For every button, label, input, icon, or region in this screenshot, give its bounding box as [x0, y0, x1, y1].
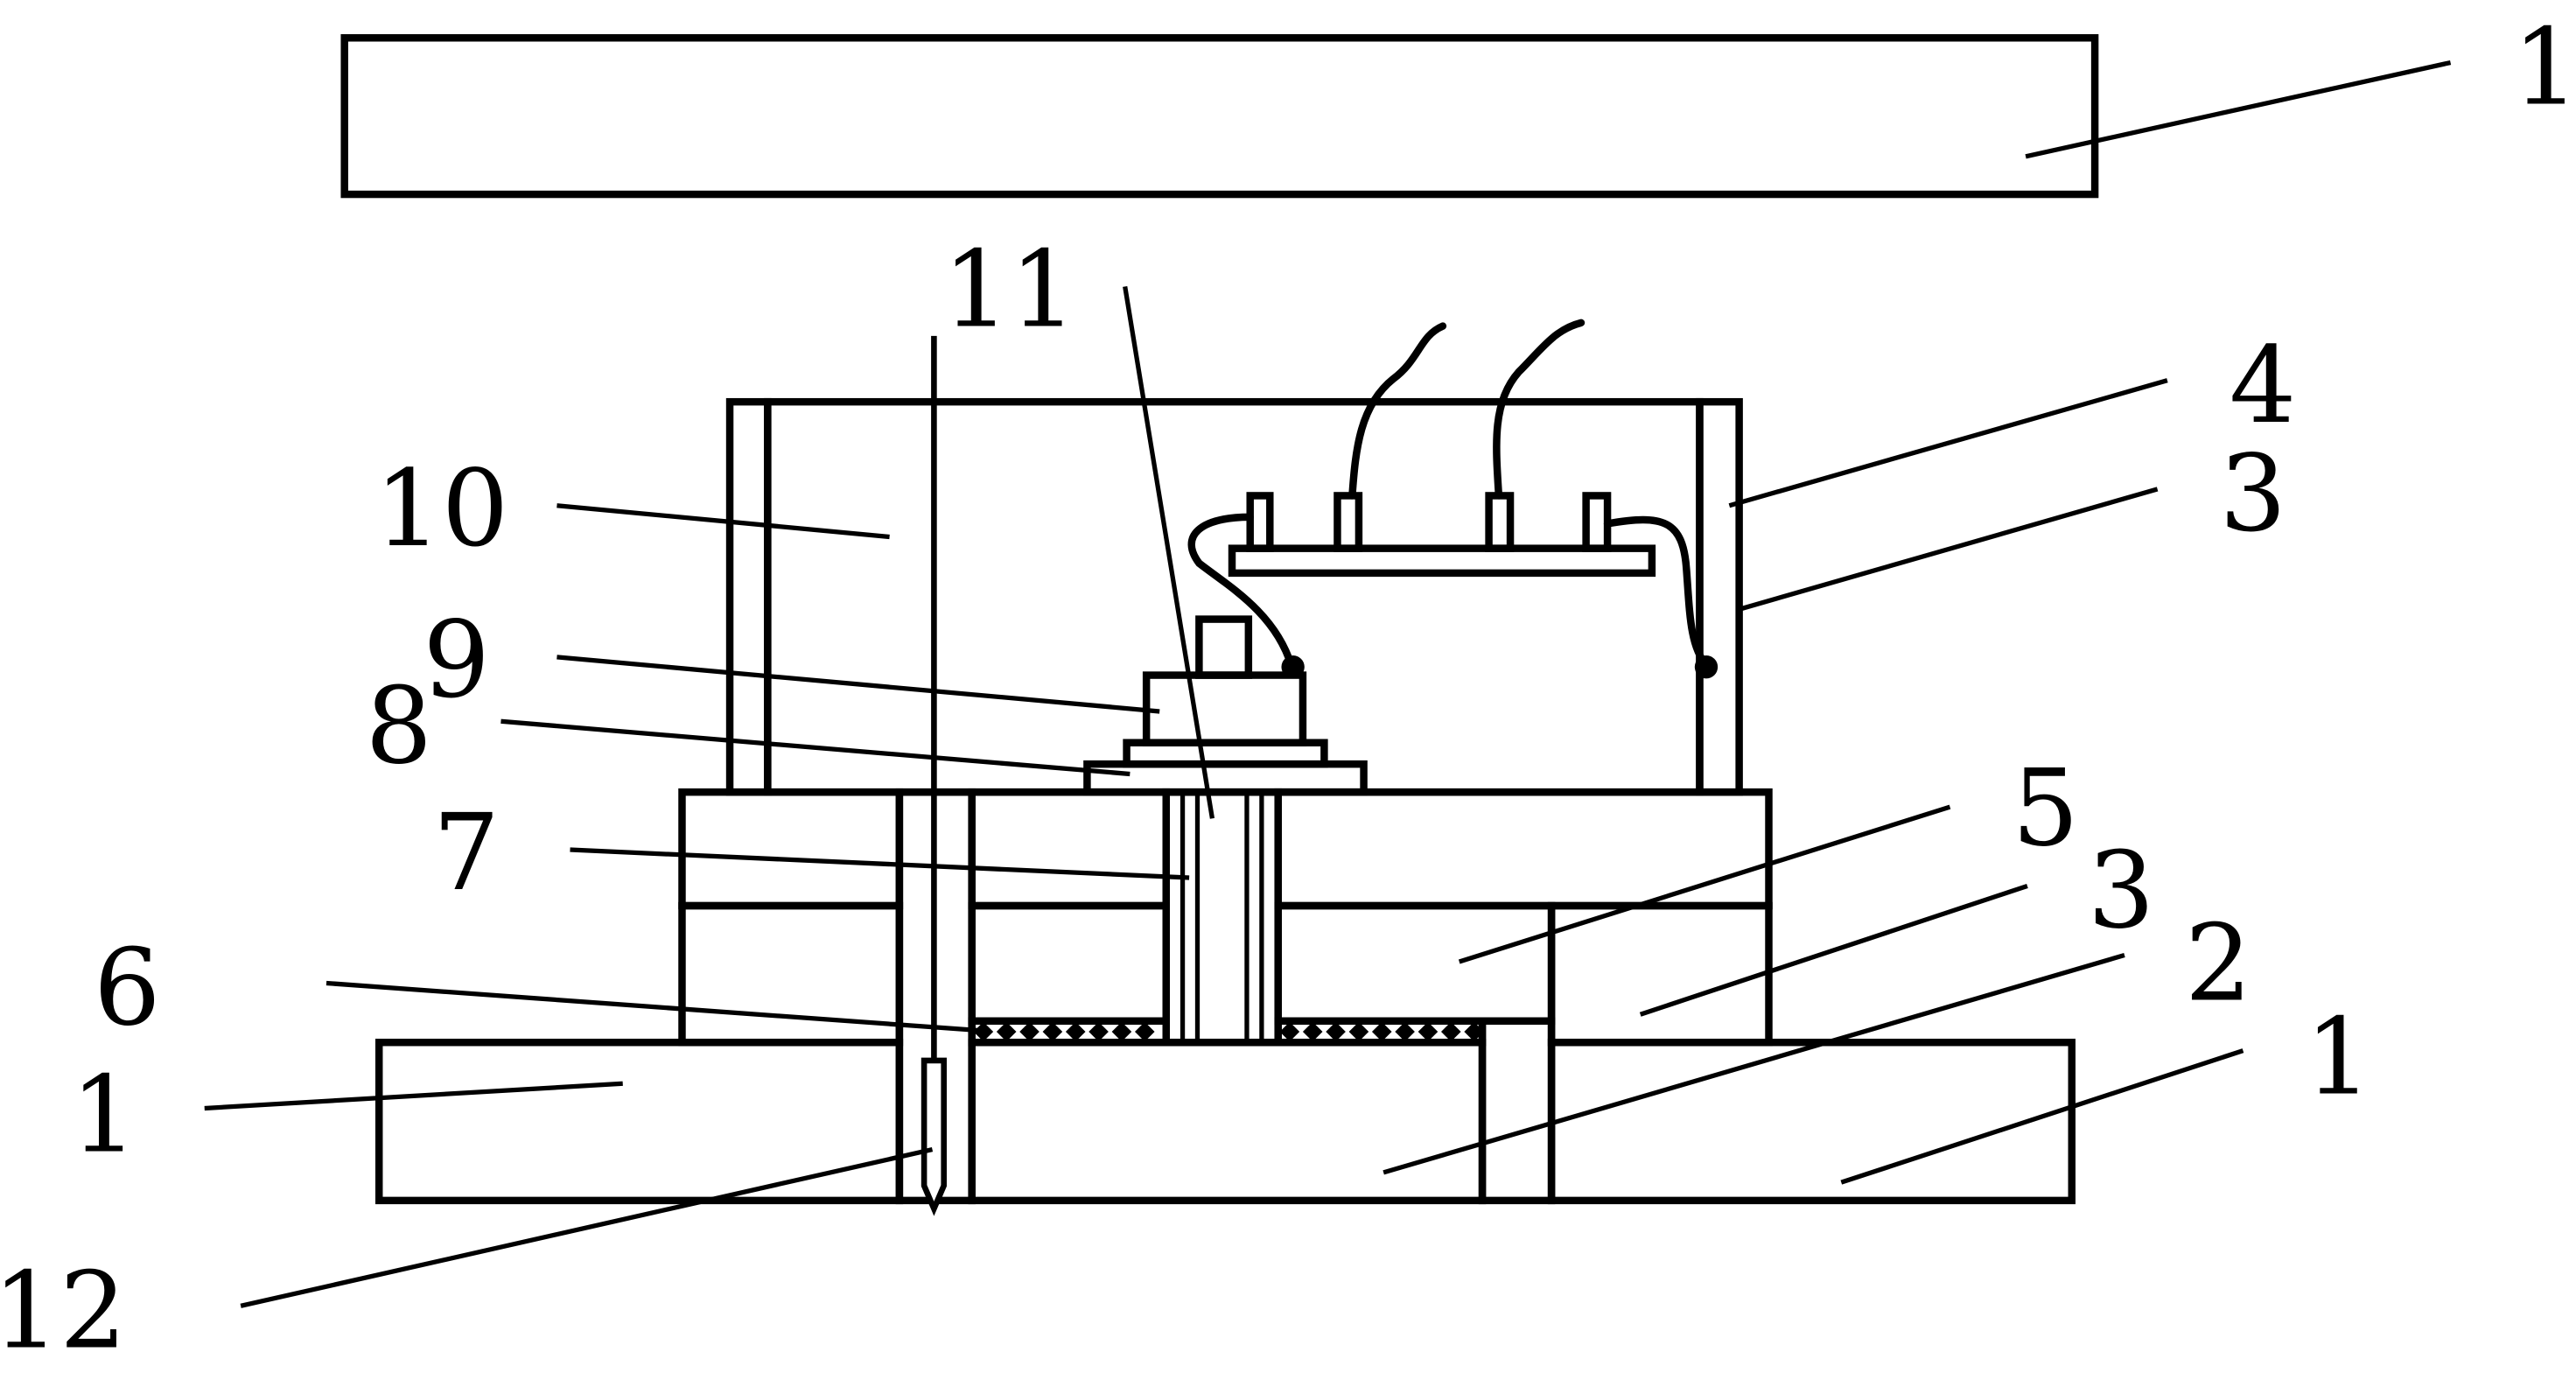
label-part-3-lower: 3 [2088, 830, 2155, 952]
leader-line [2025, 60, 2452, 159]
label-part-4: 4 [2230, 325, 2297, 447]
base-plate-right [1547, 1038, 2076, 1205]
board-pin [1485, 492, 1515, 552]
housing-wall-right [1696, 397, 1743, 796]
label-part-1-left: 1 [71, 1054, 138, 1176]
solder-point [1694, 655, 1718, 679]
leader-line [556, 503, 890, 540]
filler-left [968, 901, 1170, 1025]
label-part-11: 11 [942, 229, 1076, 352]
circuit-board [1228, 544, 1656, 578]
label-part-6: 6 [94, 928, 161, 1050]
leader-line [500, 718, 1130, 777]
board-pin [1246, 492, 1274, 552]
label-part-1-right: 1 [2305, 997, 2372, 1119]
bead [1326, 1021, 1346, 1042]
leader-line [1123, 286, 1215, 819]
leader-line [570, 847, 1190, 880]
bead [1019, 1021, 1040, 1042]
leader-line [1728, 378, 2168, 508]
board-pin [1334, 492, 1363, 552]
bead [996, 1021, 1017, 1042]
wire [1348, 322, 1447, 500]
bead [1111, 1021, 1132, 1042]
lower-block-lower-right [1547, 901, 1773, 1047]
bead [1395, 1021, 1415, 1042]
leader-line [1382, 952, 2125, 1175]
top-plate [340, 34, 2099, 199]
label-part-7: 7 [433, 792, 500, 914]
sensor-body [1142, 671, 1307, 746]
bead [1279, 1021, 1300, 1042]
wire [1493, 319, 1586, 500]
label-part-9: 9 [423, 599, 490, 722]
bead [1348, 1021, 1369, 1042]
bead [1441, 1021, 1461, 1042]
leader-line [1458, 804, 1951, 964]
label-part-5: 5 [2012, 747, 2079, 870]
leader-line [1738, 487, 2159, 612]
bead [1371, 1021, 1392, 1042]
housing-wall-left [725, 397, 772, 796]
bead [1418, 1021, 1438, 1042]
leader-line [1840, 1048, 2244, 1185]
lower-block-upper-mid [968, 788, 1170, 910]
label-part-10: 10 [374, 448, 508, 571]
bead [1065, 1021, 1086, 1042]
label-part-3-upper: 3 [2219, 433, 2286, 556]
bead [1464, 1021, 1484, 1042]
label-part-1-top: 1 [2512, 7, 2576, 130]
leader-line [204, 1081, 623, 1111]
base-plate-middle [968, 1038, 1487, 1205]
bead [1302, 1021, 1323, 1042]
leader-line [326, 980, 985, 1033]
bead [1134, 1021, 1155, 1042]
probe-tip [920, 1057, 947, 1216]
leader-line [240, 1146, 934, 1308]
leader-line [556, 655, 1160, 714]
bead [1088, 1021, 1109, 1042]
filler-right [1274, 901, 1556, 1025]
label-part-8: 8 [365, 665, 432, 788]
housing-interior [764, 397, 1704, 796]
leader-line [1639, 883, 2028, 1017]
side-channel [1478, 1017, 1556, 1205]
wire [1187, 513, 1295, 669]
sensor-base-plate [1083, 760, 1368, 796]
bead [1042, 1021, 1063, 1042]
solder-point [1281, 655, 1305, 679]
label-part-2: 2 [2185, 902, 2252, 1025]
wire [1603, 515, 1711, 669]
lower-block-upper-left [678, 788, 904, 910]
sensor-cap [1195, 615, 1253, 679]
bead-strip [973, 1021, 1484, 1042]
label-part-12: 12 [0, 1250, 127, 1372]
